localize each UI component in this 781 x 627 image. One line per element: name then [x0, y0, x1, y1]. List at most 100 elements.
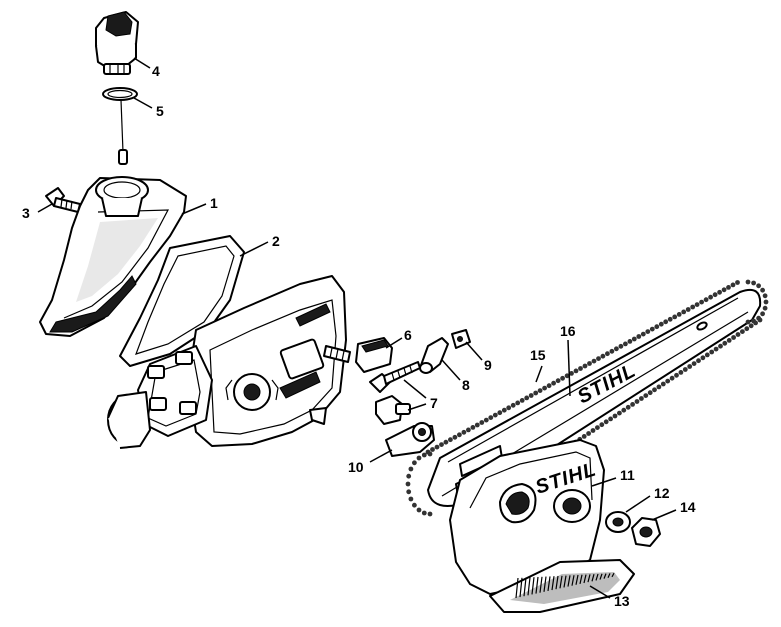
chain-link: [537, 388, 543, 393]
chain-link: [639, 396, 644, 401]
chain-link: [760, 311, 765, 317]
chain-link: [740, 329, 745, 334]
chain-link: [744, 326, 750, 332]
callout-6: 6: [404, 327, 412, 343]
chain-link: [448, 437, 453, 443]
chain-link: [483, 417, 489, 423]
chain-link: [762, 305, 768, 311]
chain-link: [726, 338, 732, 343]
chain-link: [717, 289, 722, 295]
chain-link: [627, 339, 633, 344]
chain-link: [709, 349, 715, 355]
chain-link: [474, 422, 480, 428]
chain-link: [748, 323, 754, 329]
chain-link: [430, 447, 435, 452]
sprocket-cover: STIHL: [449, 439, 605, 595]
chain-link: [660, 381, 666, 387]
chain-link: [678, 370, 684, 375]
chain-link: [421, 510, 427, 516]
chain-link: [427, 451, 433, 457]
chain-link: [421, 452, 427, 458]
chain-link: [408, 496, 414, 502]
chain-link: [555, 378, 561, 384]
callout-2: 2: [272, 233, 280, 249]
chain-link: [519, 398, 525, 403]
chain-link: [762, 293, 768, 299]
gear-housing: [107, 275, 351, 449]
callout-15: 15: [530, 347, 546, 363]
chain-link: [408, 466, 414, 472]
chain-link: [672, 314, 678, 320]
tensioner-pin: [419, 337, 449, 374]
chain-link: [718, 343, 723, 349]
chain-link: [731, 335, 736, 340]
chain-link: [623, 341, 628, 347]
tensioner-slide: [375, 395, 411, 425]
chain-link: [722, 340, 728, 346]
callout-4: 4: [152, 63, 160, 79]
callout-3: 3: [22, 205, 30, 221]
guard-plate: [489, 559, 635, 613]
chain-link: [643, 393, 649, 398]
chain-link: [690, 304, 696, 310]
chain-link: [416, 455, 422, 461]
chain-link: [735, 280, 740, 285]
chain-link: [573, 368, 579, 374]
chain-link: [721, 287, 727, 293]
chain-link: [564, 373, 570, 379]
chain-link: [443, 439, 449, 445]
chain-link: [412, 460, 417, 466]
chain-link: [685, 307, 691, 312]
chain-link: [757, 317, 763, 323]
chain-link: [506, 405, 512, 411]
chain-link: [665, 378, 671, 384]
washer: [605, 511, 631, 533]
chain-link: [730, 282, 736, 288]
chain-link: [416, 507, 422, 513]
square-nut: [451, 329, 471, 349]
chain-link: [501, 407, 507, 413]
chain-link: [694, 302, 700, 307]
chain-link: [634, 399, 640, 404]
chain-link: [667, 316, 673, 322]
chain-link: [704, 352, 710, 358]
chain-link: [645, 329, 651, 334]
chain-link: [551, 380, 556, 386]
oil-tank: [39, 176, 187, 337]
chain-link: [763, 299, 769, 305]
chain-link: [608, 416, 613, 422]
chain-link: [625, 404, 631, 410]
chain-link: [461, 429, 467, 435]
chain-link: [654, 324, 660, 330]
chain-link: [452, 434, 458, 440]
chain-link: [609, 348, 615, 354]
chain-link: [590, 428, 596, 433]
chain-link: [647, 390, 653, 396]
chain-link: [745, 319, 751, 325]
chain-link: [713, 346, 719, 352]
chain-link: [751, 280, 756, 286]
chain-catcher-pad: [355, 337, 393, 373]
chain-link: [587, 361, 592, 366]
chain-link: [510, 402, 516, 408]
chain-link: [457, 432, 462, 438]
chain-link: [605, 351, 610, 357]
chain-link: [663, 319, 669, 325]
chain-link: [533, 390, 539, 396]
chain-link: [745, 279, 751, 285]
callout-12: 12: [654, 485, 670, 501]
chain-link: [582, 363, 588, 369]
collar-nut: [631, 517, 661, 547]
chain-link: [470, 425, 476, 430]
chain-link: [405, 481, 411, 487]
chain-link: [756, 283, 761, 289]
callout-labels: 1 2 3 4 5 6 7 8 9 10 11 12 13 14 15 16: [22, 63, 696, 609]
chain-link: [546, 383, 552, 389]
chain-link: [439, 442, 444, 447]
chain-link: [652, 387, 657, 393]
chain-link: [586, 431, 591, 436]
chain-link: [760, 287, 765, 293]
chain-link: [406, 473, 412, 479]
chain-link: [636, 334, 642, 339]
